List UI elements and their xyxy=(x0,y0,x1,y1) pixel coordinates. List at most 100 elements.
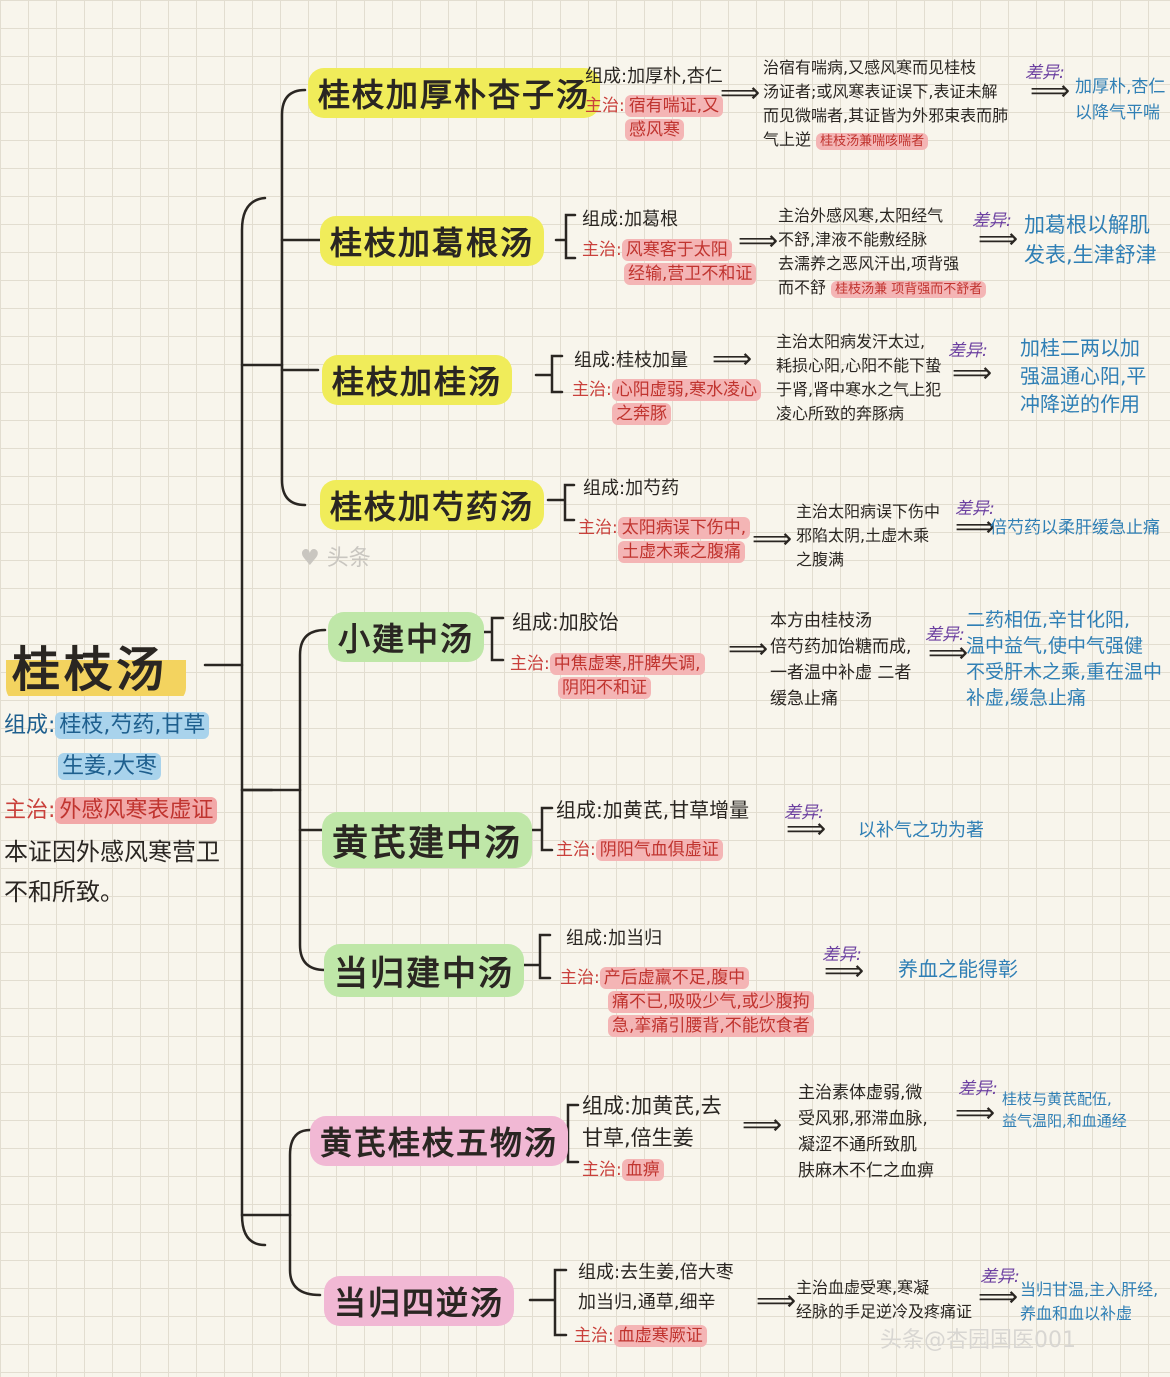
formula-difference-result: 加葛根以解肌 发表,生津舒津 xyxy=(1024,213,1157,267)
main-value-1: 血虚寒厥证 xyxy=(613,1325,707,1347)
description-text: 主治血虚受寒,寒凝 经脉的手足逆冷及疼痛证 xyxy=(796,1278,973,1321)
arrow-icon: ⟹ xyxy=(824,954,865,987)
formula-difference-result: 加厚朴,杏仁 以降气平喘 xyxy=(1075,77,1166,123)
main-label: 主治: xyxy=(572,380,612,400)
arrow-icon: ⟹ xyxy=(752,522,793,555)
main-value-1: 阴阳气血俱虚证 xyxy=(595,839,723,861)
formula-main-indication: 主治:心阳虚弱,寒水凌心 之奔豚 xyxy=(572,378,772,426)
formula-composition: 组成:加黄芪,去 甘草,倍生姜 xyxy=(582,1094,722,1150)
formula-title: 当归建中汤 xyxy=(324,944,524,997)
formula-description: 本方由桂枝汤 倍芍药加饴糖而成, 一者温中补虚 二者 缓急止痛 xyxy=(770,608,911,712)
description-text: 主治太阳病误下伤中 邪陷太阴,土虚木乘 之腹满 xyxy=(796,502,941,569)
arrow-icon: ⟹ xyxy=(1030,74,1071,107)
main-value-2: 阴阳不和证 xyxy=(558,677,651,699)
root-note-line2: 不和所致。 xyxy=(4,878,124,906)
formula-composition: 组成:加厚朴,杏仁 xyxy=(585,66,723,87)
description-text: 治宿有喘病,又感风寒而见桂枝 汤证者;或风寒表证误下,表证未解 而见微喘者,其证… xyxy=(763,58,1009,149)
formula-main-indication: 主治:宿有喘证,又 感风寒 xyxy=(585,94,735,142)
formula-description: 主治太阳病发汗太过, 耗损心阳,心阳不能下蛰 于肾,肾中寒水之气上犯 凌心所致的… xyxy=(776,330,941,426)
formula-composition: 组成:加葛根 xyxy=(582,209,679,230)
arrow-icon: ⟹ xyxy=(738,224,779,257)
root-composition-line2: 生姜,大枣 xyxy=(58,748,161,780)
formula-title: 黄芪桂枝五物汤 xyxy=(310,1116,569,1166)
main-label: 主治: xyxy=(582,240,622,260)
formula-title: 桂枝加厚朴杏子汤 xyxy=(308,68,601,118)
formula-difference-result: 倍芍药以柔肝缓急止痛 xyxy=(990,518,1160,538)
main-value-1: 风寒客于太阳 xyxy=(621,239,732,261)
difference-label: 差异: xyxy=(784,803,824,823)
formula-title: 黄芪建中汤 xyxy=(322,812,533,868)
formula-main-indication: 主治:血虚寒厥证 xyxy=(574,1324,707,1348)
formula-composition: 组成:加胶饴 xyxy=(512,610,619,634)
main-label: 主治: xyxy=(585,96,625,116)
formula-main-indication: 主治:太阳病误下伤中, 土虚木乘之腹痛 xyxy=(578,516,758,564)
main-value-1: 宿有喘证,又 xyxy=(624,95,724,117)
formula-composition: 组成:加芍药 xyxy=(583,478,680,499)
arrow-icon: ⟹ xyxy=(756,1284,797,1317)
arrow-icon: ⟹ xyxy=(955,510,996,543)
description-tag: 桂枝汤兼喘咳喘者 xyxy=(816,133,929,150)
description-text: 主治太阳病发汗太过, 耗损心阳,心阳不能下蛰 于肾,肾中寒水之气上犯 凌心所致的… xyxy=(776,332,942,423)
main-value-2: 之奔豚 xyxy=(612,403,671,425)
main-label: 主治: xyxy=(556,840,596,860)
formula-description: 主治血虚受寒,寒凝 经脉的手足逆冷及疼痛证 xyxy=(796,1276,972,1324)
main-label: 主治: xyxy=(582,1160,622,1180)
watermark: ♥ 头条 xyxy=(300,546,371,571)
formula-difference-result: 桂枝与黄芪配伍, 益气温阳,和血通经 xyxy=(1002,1090,1127,1130)
arrow-icon: ⟹ xyxy=(742,1108,783,1141)
description-text: 主治外感风寒,太阳经气 不舒,津液不能敷经脉 去濡养之恶风汗出,项背强 而不舒 xyxy=(778,206,960,297)
arrow-icon: ⟹ xyxy=(786,812,827,845)
main-value-2: 痛不已,吸吸少气,或少腹拘 xyxy=(608,991,814,1013)
main-label: 主治: xyxy=(510,654,550,674)
main-label: 主治: xyxy=(560,968,600,988)
main-value-1: 产后虚羸不足,腹中 xyxy=(599,967,750,989)
main-label: 主治: xyxy=(574,1326,614,1346)
main-label: 主治: xyxy=(578,518,618,538)
main-value-1: 中焦虚寒,肝脾失调, xyxy=(549,653,705,675)
difference-label: 差异: xyxy=(925,625,965,645)
root-composition-label: 组成: xyxy=(4,713,56,738)
arrow-icon: ⟹ xyxy=(728,632,769,665)
difference-label: 差异: xyxy=(955,499,995,519)
arrow-icon: ⟹ xyxy=(978,1280,1019,1313)
formula-composition: 组成:加黄芪,甘草增量 xyxy=(556,798,750,822)
formula-difference-result: 当归甘温,主入肝经, 养血和血以补虚 xyxy=(1020,1280,1159,1323)
main-value-1: 太阳病误下伤中, xyxy=(617,517,751,539)
root-title: 桂枝汤 xyxy=(6,630,187,702)
formula-difference-result: 加桂二两以加 强温通心阳,平 冲降逆的作用 xyxy=(1020,336,1147,416)
formula-difference-result: 养血之能得彰 xyxy=(898,957,1018,981)
formula-main-indication: 主治:阴阳气血俱虚证 xyxy=(556,838,723,862)
formula-difference-result: 以补气之功为著 xyxy=(858,820,984,841)
root-composition-value1: 桂枝,芍药,甘草 xyxy=(55,712,210,739)
main-value-3: 急,挛痛引腰背,不能饮食者 xyxy=(608,1015,814,1037)
formula-main-indication: 主治:产后虚羸不足,腹中 痛不已,吸吸少气,或少腹拘 急,挛痛引腰背,不能饮食者 xyxy=(560,966,820,1038)
formula-main-indication: 主治:血痹 xyxy=(582,1158,664,1182)
formula-difference-result: 二药相伍,辛甘化阳, 温中益气,使中气强健 不受肝木之乘,重在温中 补虚,缓急止… xyxy=(966,609,1163,709)
root-composition-line1: 组成:桂枝,芍药,甘草 xyxy=(4,707,210,739)
difference-label: 差异: xyxy=(822,945,862,965)
difference-label: 差异: xyxy=(972,211,1012,231)
formula-title: 小建中汤 xyxy=(328,612,485,662)
formula-title: 桂枝加葛根汤 xyxy=(320,216,545,266)
arrow-icon: ⟹ xyxy=(955,1096,996,1129)
description-tag: 桂枝汤兼 项背强而不舒者 xyxy=(831,281,987,298)
difference-label: 差异: xyxy=(1025,63,1065,83)
formula-composition: 组成:去生姜,倍大枣 加当归,通草,细辛 xyxy=(578,1262,734,1313)
main-value-1: 血痹 xyxy=(621,1159,664,1181)
root-main-value: 外感风寒表虚证 xyxy=(55,797,218,824)
formula-description: 主治素体虚弱,微 受风邪,邪滞血脉, 凝涩不通所致肌 肤麻木不仁之血痹 xyxy=(798,1080,934,1184)
difference-label: 差异: xyxy=(980,1267,1020,1287)
source-watermark: 头条@杏园国医001 xyxy=(880,1328,1076,1353)
formula-title: 桂枝加芍药汤 xyxy=(320,480,545,530)
formula-main-indication: 主治:风寒客于太阳 经输,营卫不和证 xyxy=(582,238,762,286)
arrow-icon: ⟹ xyxy=(928,636,969,669)
main-value-2: 土虚木乘之腹痛 xyxy=(618,541,745,563)
root-composition-value2: 生姜,大枣 xyxy=(58,753,161,780)
main-value-2: 经输,营卫不和证 xyxy=(624,263,757,285)
formula-title: 桂枝加桂汤 xyxy=(322,355,513,405)
main-value-1: 心阳虚弱,寒水凌心 xyxy=(611,379,762,401)
main-value-2: 感风寒 xyxy=(625,119,684,141)
difference-label: 差异: xyxy=(948,341,988,361)
arrow-icon: ⟹ xyxy=(952,356,993,389)
root-main-label: 主治: xyxy=(4,798,56,823)
